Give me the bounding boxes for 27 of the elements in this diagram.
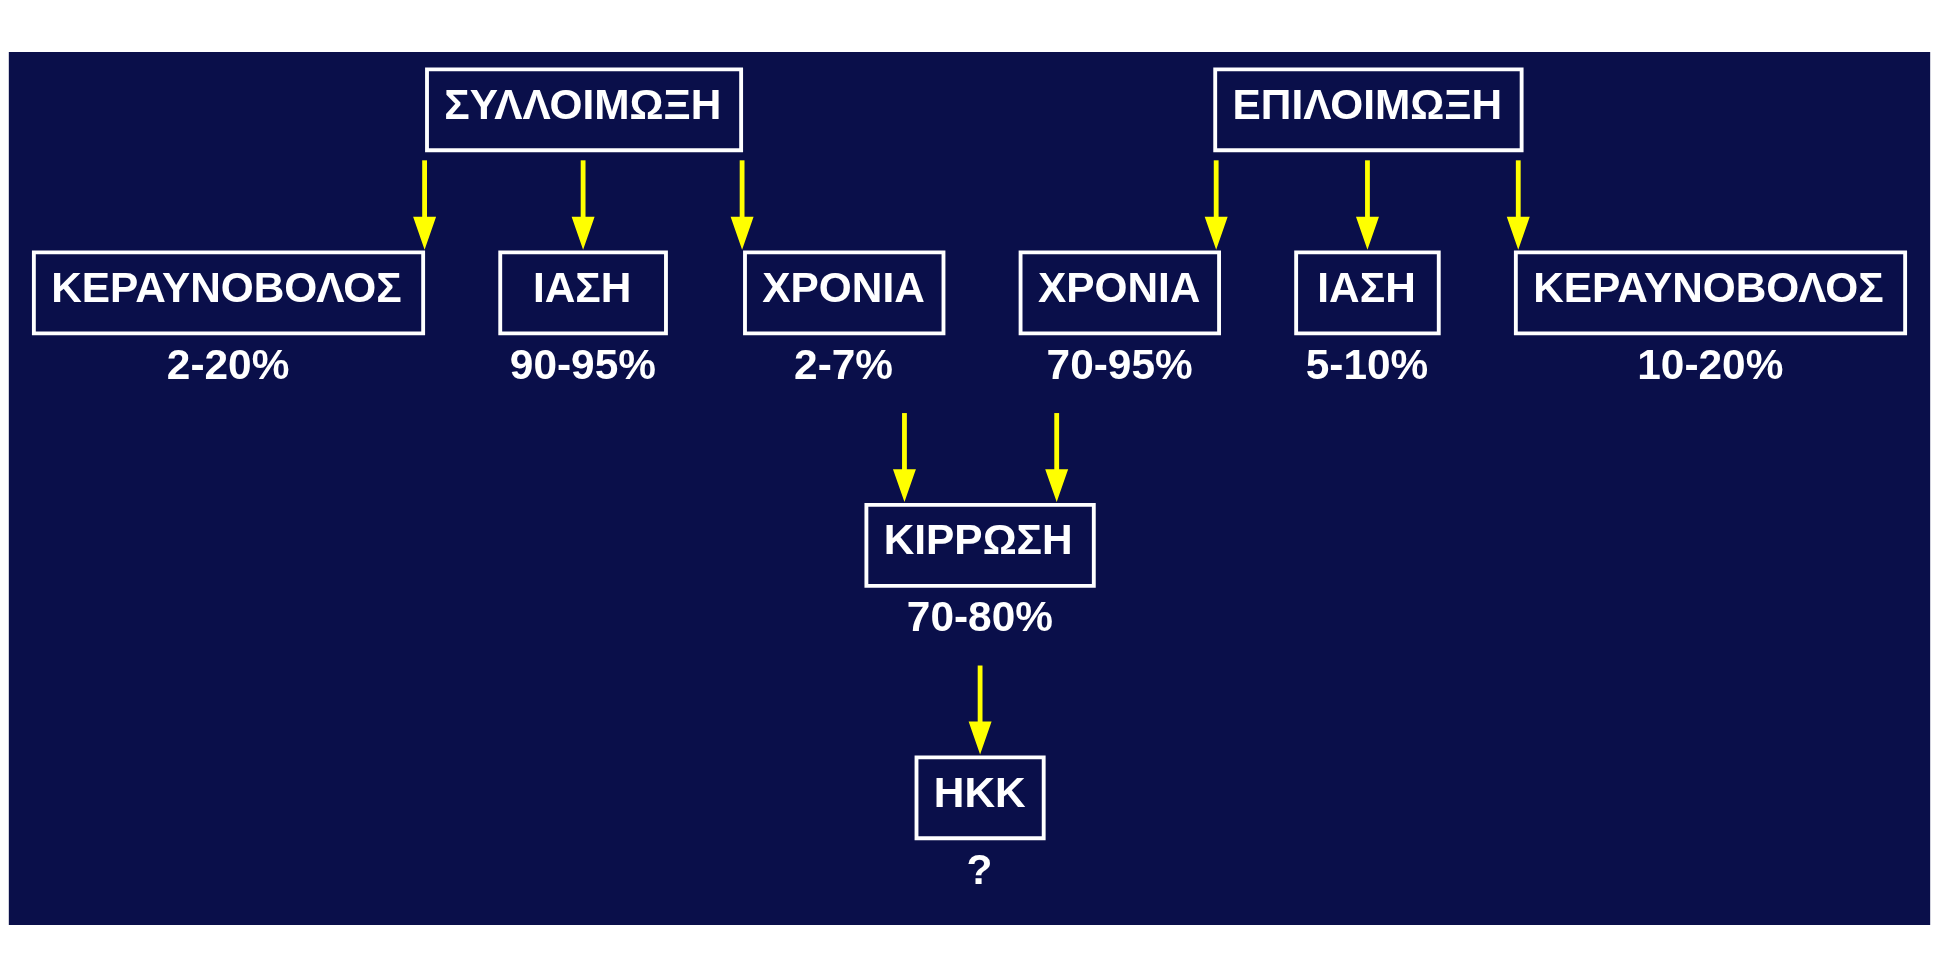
node-box: ΧΡΟΝΙΑ bbox=[743, 250, 946, 335]
arrow bbox=[1204, 159, 1228, 250]
arrow bbox=[571, 159, 595, 250]
node-label: 70-95% bbox=[1046, 340, 1193, 388]
node-box: ΚΙΡΡΩΣΗ bbox=[864, 502, 1096, 588]
node-label: 2-7% bbox=[794, 340, 894, 388]
arrow bbox=[730, 159, 754, 250]
node-label: 2-20% bbox=[166, 340, 290, 388]
node-label: 90-95% bbox=[509, 340, 656, 388]
node-label: 70-80% bbox=[906, 592, 1053, 640]
node-box: ΕΠΙΛΟΙΜΩΞΗ bbox=[1213, 66, 1524, 152]
node-box: ΗΚΚ bbox=[914, 754, 1046, 840]
node-box: ΙΑΣΗ bbox=[498, 250, 668, 335]
arrow bbox=[1506, 159, 1530, 250]
node-box: ΙΑΣΗ bbox=[1294, 250, 1441, 335]
node-box: ΧΡΟΝΙΑ bbox=[1018, 250, 1221, 335]
node-box: ΚΕΡΑΥΝΟΒΟΛΟΣ bbox=[1513, 250, 1908, 335]
arrow bbox=[968, 665, 992, 754]
node-box: ΣΥΛΛΟΙΜΩΞΗ bbox=[425, 66, 744, 152]
node-label: 5-10% bbox=[1305, 340, 1429, 388]
arrow bbox=[413, 159, 437, 250]
arrow bbox=[1355, 159, 1379, 250]
node-label: 10-20% bbox=[1637, 340, 1784, 388]
arrow bbox=[892, 412, 916, 502]
node-box: ΚΕΡΑΥΝΟΒΟΛΟΣ bbox=[31, 250, 426, 335]
arrow bbox=[1045, 412, 1069, 502]
node-label: ? bbox=[966, 845, 993, 893]
